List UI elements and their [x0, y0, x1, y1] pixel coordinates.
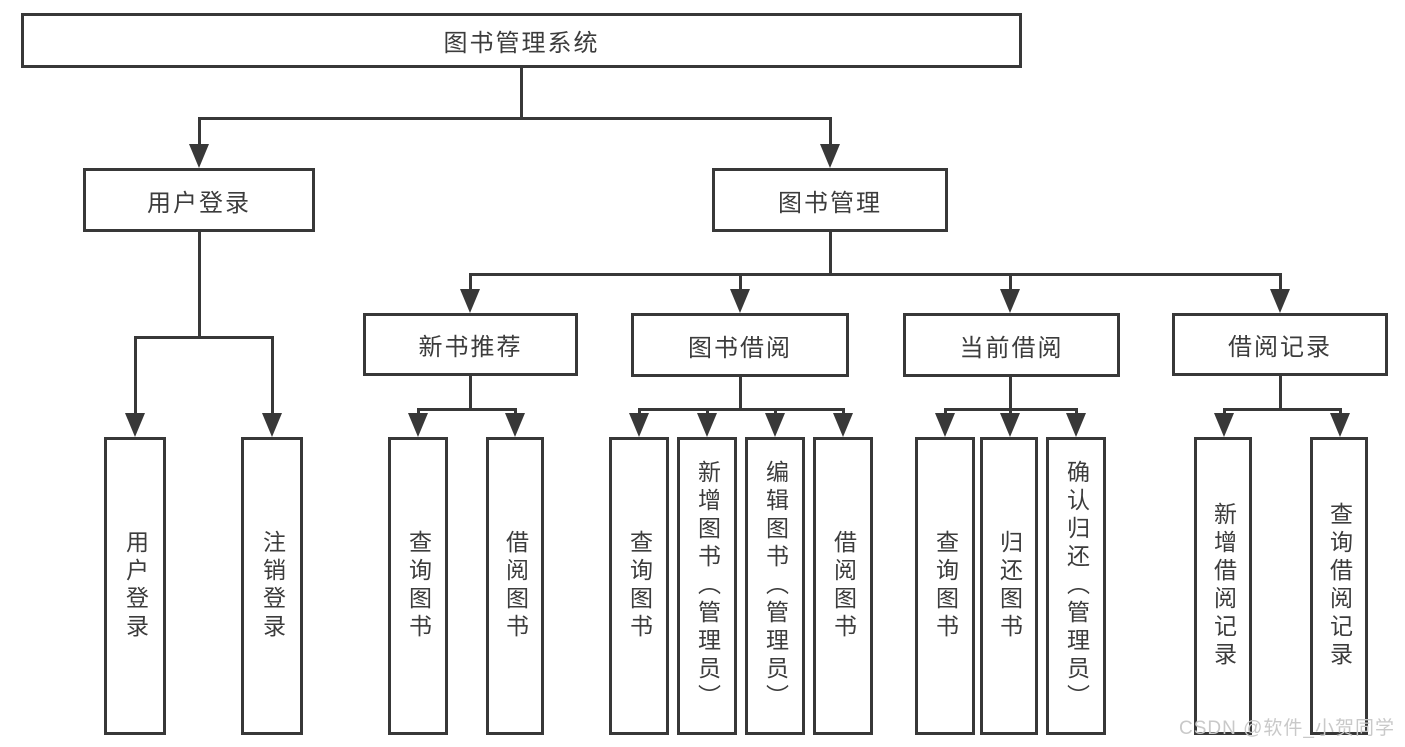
connector-vline — [1279, 376, 1282, 411]
connector-vline — [1009, 273, 1012, 293]
connector-hline — [417, 408, 516, 411]
node-label: 编辑图书（管理员） — [762, 460, 789, 712]
arrow-down-icon — [820, 144, 840, 168]
connector-vline — [829, 232, 832, 276]
arrow-down-icon — [1066, 413, 1086, 437]
arrow-down-icon — [1270, 289, 1290, 313]
connector-vline — [638, 408, 641, 417]
connector-vline — [739, 273, 742, 293]
arrow-down-icon — [262, 413, 282, 437]
node-label: 借阅图书 — [830, 530, 857, 642]
connector-vline — [1009, 408, 1012, 417]
node-label: 当前借阅 — [959, 334, 1064, 362]
node-leaf-cb-query-books: 查询图书 — [915, 437, 975, 735]
arrow-down-icon — [125, 413, 145, 437]
connector-vline — [1339, 408, 1342, 417]
arrow-down-icon — [408, 413, 428, 437]
connector-vline — [198, 232, 201, 339]
node-leaf-bb-query-books: 查询图书 — [609, 437, 669, 735]
connector-vline — [417, 408, 420, 417]
connector-hline — [134, 336, 273, 339]
connector-hline — [1223, 408, 1341, 411]
arrow-down-icon — [1214, 413, 1234, 437]
arrow-down-icon — [765, 413, 785, 437]
node-user-login: 用户登录 — [83, 168, 315, 232]
node-current-borrowing: 当前借阅 — [903, 313, 1120, 377]
connector-vline — [1009, 377, 1012, 411]
csdn-watermark: CSDN @软件_小贺同学 — [1179, 718, 1395, 739]
connector-vline — [739, 377, 742, 411]
connector-vline — [134, 336, 137, 417]
arrow-down-icon — [697, 413, 717, 437]
node-leaf-nbr-query-books: 查询图书 — [388, 437, 448, 735]
node-leaf-logout: 注销登录 — [241, 437, 303, 735]
node-leaf-bb-edit-book-admin: 编辑图书（管理员） — [745, 437, 805, 735]
connector-vline — [1279, 273, 1282, 293]
arrow-down-icon — [935, 413, 955, 437]
arrow-down-icon — [833, 413, 853, 437]
node-borrowing-records: 借阅记录 — [1172, 313, 1388, 376]
connector-vline — [514, 408, 517, 417]
arrow-down-icon — [460, 289, 480, 313]
node-label: 查询图书 — [626, 530, 653, 642]
arrow-down-icon — [1000, 413, 1020, 437]
node-leaf-cb-confirm-return-admin: 确认归还（管理员） — [1046, 437, 1106, 735]
connector-vline — [198, 117, 201, 148]
node-label: 借阅记录 — [1228, 334, 1332, 361]
node-label: 新书推荐 — [418, 334, 523, 361]
node-new-book-recommend: 新书推荐 — [363, 313, 578, 376]
connector-vline — [1223, 408, 1226, 417]
node-leaf-nbr-borrow-books: 借阅图书 — [486, 437, 544, 735]
node-label: 查询图书 — [932, 530, 959, 642]
connector-hline — [638, 408, 844, 411]
node-label: 图书管理系统 — [443, 30, 600, 57]
node-label: 新增图书（管理员） — [694, 460, 721, 712]
node-label: 用户登录 — [147, 189, 251, 217]
connector-vline — [469, 273, 472, 293]
arrow-down-icon — [189, 144, 209, 168]
node-label: 查询图书 — [405, 530, 432, 642]
connector-vline — [774, 408, 777, 417]
connector-vline — [1075, 408, 1078, 417]
connector-vline — [520, 68, 523, 120]
arrow-down-icon — [629, 413, 649, 437]
node-label: 图书借阅 — [688, 334, 792, 362]
node-leaf-user-login: 用户登录 — [104, 437, 166, 735]
node-label: 图书管理 — [778, 189, 882, 217]
node-label: 注销登录 — [259, 530, 286, 642]
node-book-management: 图书管理 — [712, 168, 948, 232]
connector-vline — [829, 117, 832, 148]
node-book-borrowing: 图书借阅 — [631, 313, 849, 377]
node-leaf-bb-borrow-books: 借阅图书 — [813, 437, 873, 735]
connector-hline — [199, 117, 831, 120]
node-leaf-bb-add-book-admin: 新增图书（管理员） — [677, 437, 737, 735]
node-label: 用户登录 — [122, 530, 149, 642]
arrow-down-icon — [505, 413, 525, 437]
arrow-down-icon — [1330, 413, 1350, 437]
arrow-down-icon — [730, 289, 750, 313]
connector-vline — [469, 376, 472, 411]
node-label: 查询借阅记录 — [1326, 502, 1353, 670]
arrow-down-icon — [1000, 289, 1020, 313]
node-label: 新增借阅记录 — [1210, 502, 1237, 670]
node-label: 确认归还（管理员） — [1063, 460, 1090, 712]
connector-vline — [842, 408, 845, 417]
connector-vline — [706, 408, 709, 417]
node-leaf-cb-return-books: 归还图书 — [980, 437, 1038, 735]
node-leaf-br-query-record: 查询借阅记录 — [1310, 437, 1368, 735]
node-leaf-br-add-record: 新增借阅记录 — [1194, 437, 1252, 735]
node-label: 借阅图书 — [502, 530, 529, 642]
connector-vline — [271, 336, 274, 417]
node-label: 归还图书 — [996, 530, 1023, 642]
node-library-management-system: 图书管理系统 — [21, 13, 1022, 68]
connector-vline — [944, 408, 947, 417]
connector-hline — [470, 273, 1281, 276]
